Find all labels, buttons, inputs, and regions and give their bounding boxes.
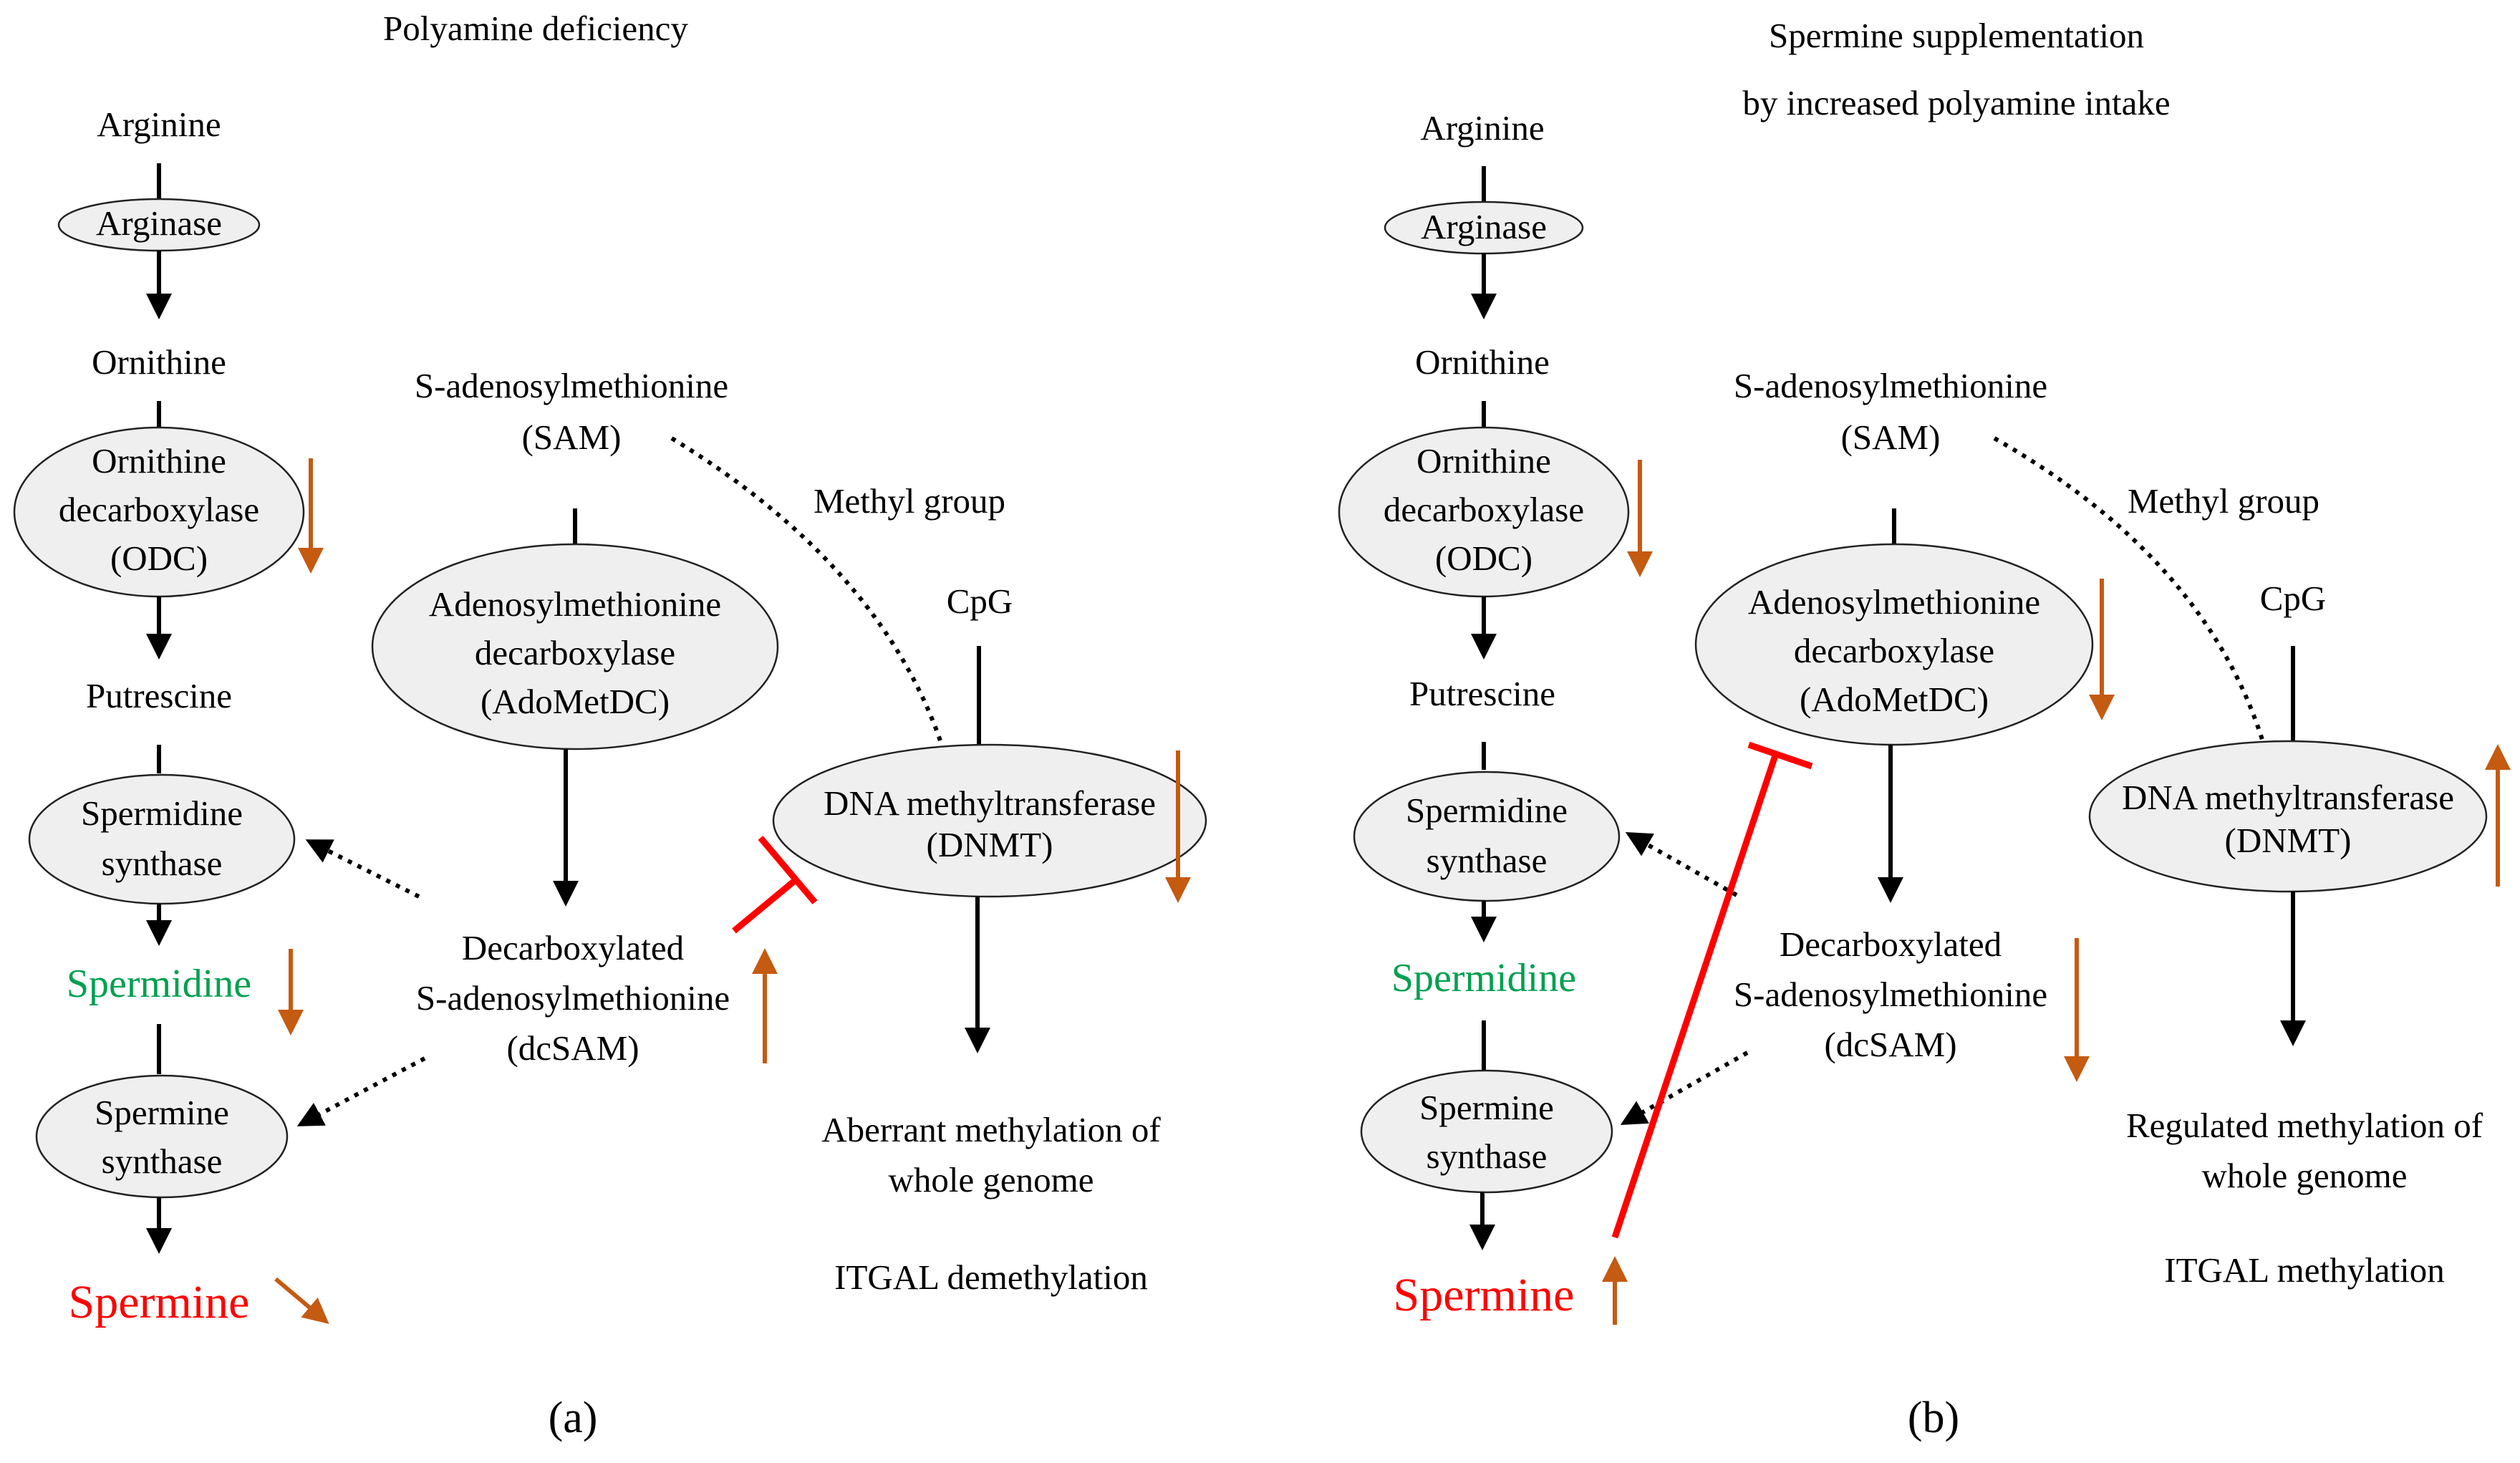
arginine-label: Arginine — [1420, 108, 1544, 148]
panel-b-title-1: Spermine supplementation — [1769, 16, 2144, 55]
spermidine-label: Spermidine — [1391, 956, 1576, 1000]
dotted-arrow-dcsam-spds — [1625, 832, 1738, 897]
arginine-label: Arginine — [97, 105, 221, 144]
adometdc-label-2: decarboxylase — [475, 633, 675, 672]
dnmt-node — [772, 743, 1207, 898]
dotted-arrow-dcsam-spds — [305, 839, 420, 899]
spms-label-1: Spermine — [1419, 1088, 1554, 1127]
inhibition-line — [732, 877, 798, 934]
arginase-label: Arginase — [96, 203, 222, 243]
ornithine-label: Ornithine — [92, 342, 226, 382]
panel-a-title: Polyamine deficiency — [383, 9, 688, 48]
adometdc-label-2: decarboxylase — [1794, 631, 1994, 670]
methyl-transfer-curve — [670, 436, 944, 745]
adometdc-label-3: (AdoMetDC) — [481, 682, 670, 721]
panel-b-label: (b) — [1908, 1394, 1959, 1442]
spermine-synthase-node — [1360, 1069, 1613, 1194]
panel-a: Polyamine deficiency Arginine Arginase O… — [13, 9, 1207, 1442]
spermine-label: Spermine — [69, 1276, 250, 1328]
odc-label-2: decarboxylase — [59, 490, 259, 529]
cpg-label: CpG — [2260, 579, 2327, 618]
dnmt-label-1: DNA methyltransferase — [824, 783, 1156, 823]
spermine-decrease-arrow — [274, 1277, 329, 1324]
spermine-synthase-node — [35, 1074, 289, 1199]
itgal-label: ITGAL demethylation — [834, 1257, 1148, 1297]
dotted-arrow-dcsam-spms — [1620, 1051, 1749, 1125]
panel-a-label: (a) — [549, 1394, 598, 1442]
putrescine-label: Putrescine — [1409, 674, 1555, 713]
spms-label-2: synthase — [102, 1141, 223, 1181]
sam-label-1: S-adenosylmethionine — [415, 366, 728, 405]
odc-label-2: decarboxylase — [1384, 490, 1584, 529]
dnmt-node — [2088, 740, 2488, 893]
adometdc-node — [371, 543, 779, 750]
arginase-label: Arginase — [1421, 207, 1547, 246]
odc-label-3: (ODC) — [110, 539, 208, 578]
panel-b: Spermine supplementation by increased po… — [1338, 16, 2511, 1442]
spds-label-2: synthase — [102, 844, 223, 883]
dnmt-label-2: (DNMT) — [927, 825, 1053, 864]
ornithine-label: Ornithine — [1415, 342, 1550, 382]
odc-label-1: Ornithine — [92, 441, 226, 481]
spds-label-2: synthase — [1426, 841, 1548, 880]
outcome-label-1: Aberrant methylation of — [821, 1110, 1161, 1149]
dcsam-label-3: (dcSAM) — [506, 1028, 639, 1068]
spms-label-2: synthase — [1426, 1136, 1548, 1176]
methyl-group-label: Methyl group — [2128, 481, 2319, 521]
odc-label-3: (ODC) — [1435, 539, 1532, 578]
dotted-arrow-dcsam-spms — [296, 1056, 426, 1126]
dnmt-label-1: DNA methyltransferase — [2122, 778, 2454, 817]
dcsam-label-2: S-adenosylmethionine — [416, 978, 730, 1018]
spds-label-1: Spermidine — [81, 793, 243, 833]
spermidine-synthase-node — [28, 773, 296, 905]
putrescine-label: Putrescine — [86, 676, 232, 715]
spermidine-label: Spermidine — [67, 962, 251, 1006]
adometdc-label-1: Adenosylmethionine — [1748, 582, 2040, 622]
adometdc-node — [1694, 543, 2094, 746]
dcsam-label-2: S-adenosylmethionine — [1734, 975, 2047, 1014]
inhibition-bar — [758, 836, 818, 904]
dcsam-label-3: (dcSAM) — [1824, 1025, 1956, 1064]
panel-b-title-2: by increased polyamine intake — [1742, 83, 2170, 122]
inhibition-line — [1611, 752, 1780, 1239]
outcome-label-1: Regulated methylation of — [2126, 1106, 2483, 1145]
odc-label-1: Ornithine — [1416, 441, 1551, 481]
dcsam-label-1: Decarboxylated — [462, 928, 684, 967]
adometdc-label-1: Adenosylmethionine — [429, 584, 721, 624]
methyl-group-label: Methyl group — [814, 481, 1005, 521]
spds-label-1: Spermidine — [1406, 791, 1568, 830]
dnmt-label-2: (DNMT) — [2225, 821, 2352, 860]
outcome-label-2: whole genome — [888, 1160, 1094, 1199]
sam-label-2: (SAM) — [1841, 417, 1941, 457]
inhibition-bar — [1747, 741, 1813, 770]
cpg-label: CpG — [947, 581, 1013, 621]
spms-label-1: Spermine — [95, 1093, 229, 1132]
outcome-label-2: whole genome — [2201, 1156, 2407, 1195]
adometdc-label-3: (AdoMetDC) — [1800, 680, 1989, 719]
dcsam-label-1: Decarboxylated — [1780, 924, 2002, 964]
sam-label-1: S-adenosylmethionine — [1734, 366, 2047, 405]
methyl-transfer-curve — [1993, 436, 2265, 743]
spermine-label: Spermine — [1394, 1269, 1575, 1321]
sam-label-2: (SAM) — [522, 417, 622, 457]
spermidine-synthase-node — [1353, 771, 1621, 902]
itgal-label: ITGAL methylation — [2164, 1250, 2444, 1290]
